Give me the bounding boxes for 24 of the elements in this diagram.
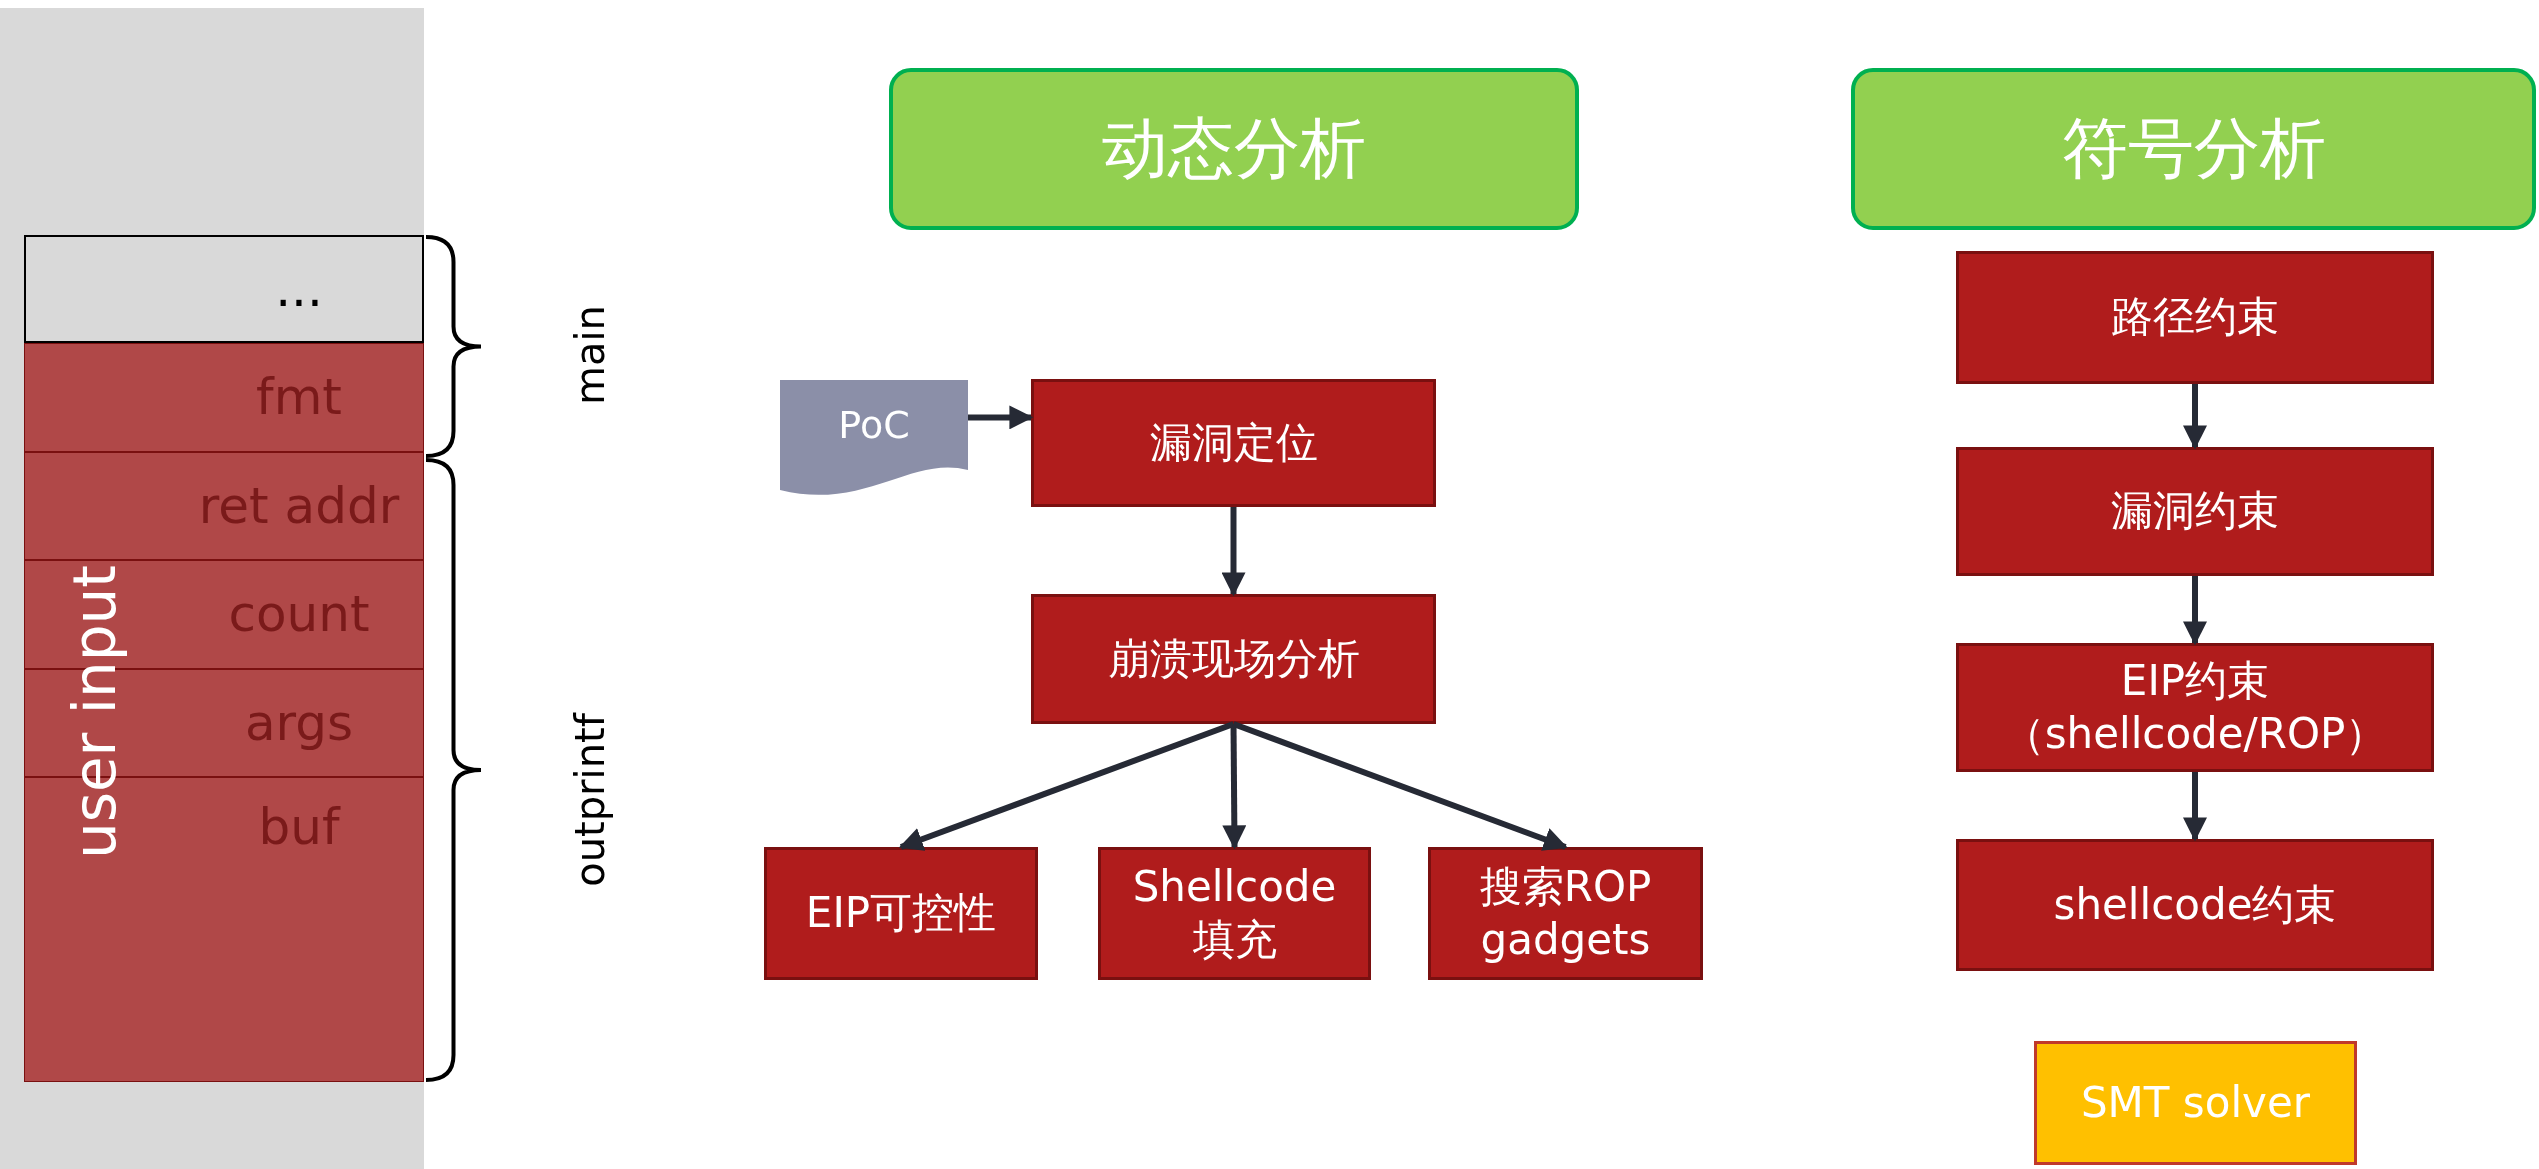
arrow xyxy=(898,721,1235,851)
process-box: EIP约束（shellcode/ROP） xyxy=(1956,643,2434,772)
arrow xyxy=(1222,723,1247,850)
process-box: 崩溃现场分析 xyxy=(1031,594,1436,724)
process-box: 搜索ROP gadgets xyxy=(1428,847,1703,980)
process-box: 漏洞定位 xyxy=(1031,379,1436,507)
process-box: EIP可控性 xyxy=(764,847,1038,980)
header-box: 符号分析 xyxy=(1851,68,2536,230)
arrow xyxy=(2183,384,2207,450)
process-box: shellcode约束 xyxy=(1956,839,2434,971)
bracket-label: outprintf xyxy=(567,713,613,887)
arrow xyxy=(2183,772,2207,842)
stack-label: user input xyxy=(61,564,129,860)
process-box: Shellcode 填充 xyxy=(1098,847,1371,980)
arrow xyxy=(1221,507,1246,597)
arrow xyxy=(2183,576,2207,646)
solver-box: SMT solver xyxy=(2034,1041,2357,1165)
arrow xyxy=(968,405,1034,430)
header-box: 动态分析 xyxy=(889,68,1579,230)
bracket-label: main xyxy=(567,305,613,405)
process-box: 路径约束 xyxy=(1956,251,2434,384)
process-box: 漏洞约束 xyxy=(1956,447,2434,576)
stack-cell: ... xyxy=(24,235,424,343)
arrow xyxy=(1232,721,1568,851)
